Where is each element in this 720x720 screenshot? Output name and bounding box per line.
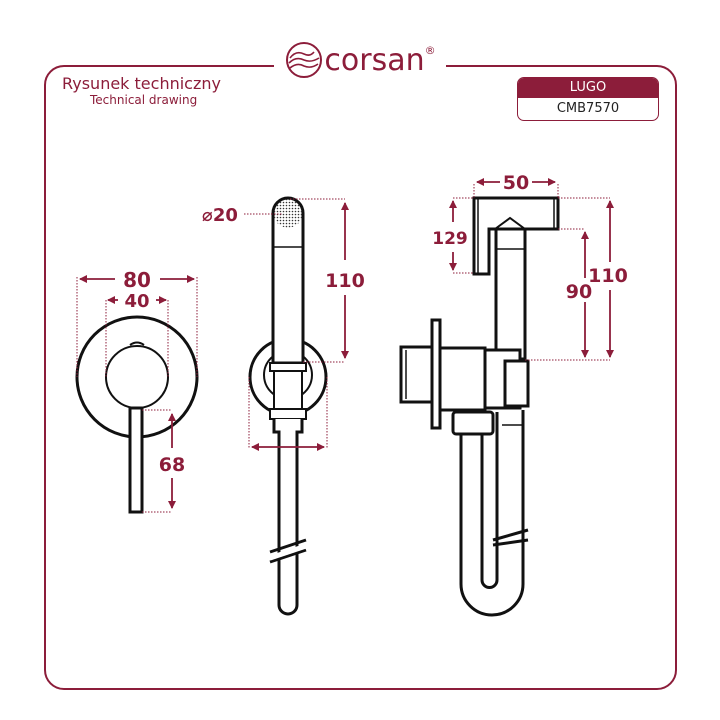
dim-inner-height: 90 xyxy=(566,281,592,303)
brand-name: corsan xyxy=(324,42,425,78)
title-polish: Rysunek techniczny xyxy=(62,74,221,93)
front-view: 80 40 68 xyxy=(75,268,199,514)
registered-mark: ® xyxy=(424,43,436,57)
dim-outer-width: 80 xyxy=(123,268,151,292)
dim-diameter: ⌀20 xyxy=(202,205,238,226)
wave-logo-icon xyxy=(286,42,323,78)
title-english: Technical drawing xyxy=(90,93,198,107)
dim-head-width: 50 xyxy=(503,172,529,194)
dim-inner-width: 40 xyxy=(124,291,149,312)
side-view: 50 129 90 110 xyxy=(399,172,628,617)
dim-outer-height: 110 xyxy=(588,265,628,287)
dim-shower-height: 110 xyxy=(325,270,365,292)
product-name: LUGO xyxy=(518,78,658,98)
product-badge: LUGO CMB7570 xyxy=(517,77,659,121)
dim-head-drop: 129 xyxy=(432,229,468,249)
brand-logo: corsan ® xyxy=(0,30,720,90)
hand-shower-view: ⌀20 110 xyxy=(202,196,365,616)
product-code: CMB7570 xyxy=(556,101,620,116)
dim-lever-length: 68 xyxy=(159,454,185,476)
